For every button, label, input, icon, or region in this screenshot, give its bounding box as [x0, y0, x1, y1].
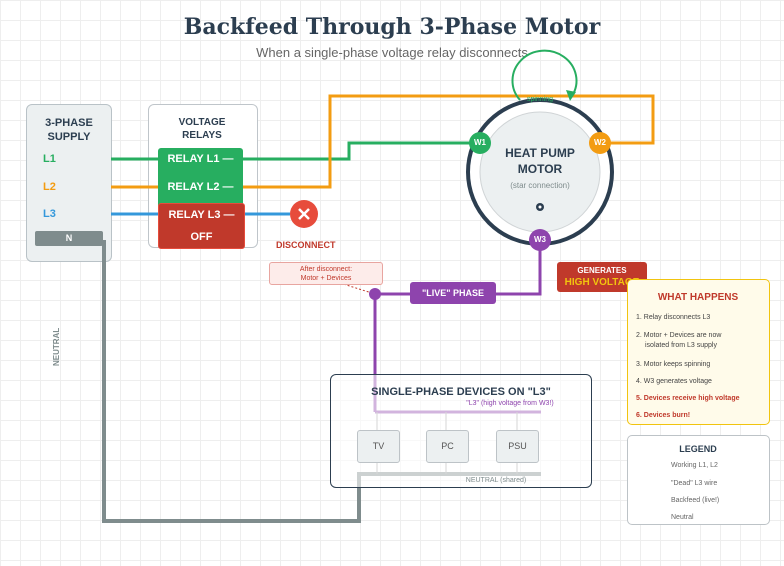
legend-neutral: Neutral	[671, 514, 694, 521]
device-pc: PC	[426, 430, 469, 463]
supply-l2-label: L2	[43, 181, 56, 193]
what-happens-panel: WHAT HAPPENS 1. Relay disconnects L3 2. …	[627, 279, 770, 425]
step-5: 5. Devices receive high voltage	[636, 395, 740, 402]
device-psu: PSU	[496, 430, 539, 463]
step-4: 4. W3 generates voltage	[636, 378, 712, 385]
step-6: 6. Devices burn!	[636, 412, 691, 419]
step-2: 2. Motor + Devices are now	[636, 332, 722, 339]
live-phase-label: "LIVE" PHASE	[410, 282, 496, 304]
legend-panel: LEGEND	[627, 435, 770, 525]
supply-title: 3-PHASE SUPPLY	[45, 117, 93, 143]
terminal-w1	[469, 132, 491, 154]
step-1: 1. Relay disconnects L3	[636, 314, 711, 321]
step-2-cont: isolated from L3 supply	[645, 342, 717, 349]
neutral-vertical-label: NEUTRAL	[52, 327, 61, 366]
spinning-label: spinning	[526, 96, 554, 103]
terminal-w1-label: W1	[474, 138, 486, 147]
motor-connection: (star connection)	[510, 181, 570, 190]
l1-wire-out	[243, 141, 480, 161]
disconnect-label: DISCONNECT	[276, 240, 336, 250]
terminal-w2-label: W2	[594, 138, 606, 147]
supply-l3-label: L3	[43, 208, 56, 220]
after-disconnect-note: After disconnect: Motor + Devices	[269, 262, 383, 285]
relays-title: VOLTAGE RELAYS	[178, 117, 226, 141]
device-tv: TV	[357, 430, 400, 463]
legend-working: Working L1, L2	[671, 462, 718, 469]
devices-title: SINGLE-PHASE DEVICES ON "L3"	[371, 386, 551, 398]
supply-n-terminal: N	[35, 231, 103, 246]
rotation-arrow-icon	[511, 49, 578, 101]
step-3: 3. Motor keeps spinning	[636, 361, 711, 368]
legend-backfeed: Backfeed (live!)	[671, 497, 720, 504]
relay-l3: RELAY L3 — OFF	[158, 203, 245, 249]
legend-title: LEGEND	[679, 444, 717, 454]
terminal-w2	[589, 132, 611, 154]
devices-bus-label: "L3" (high voltage from W3!)	[466, 400, 554, 407]
l2-wire-out	[243, 94, 655, 189]
page-subtitle: When a single-phase voltage relay discon…	[256, 45, 528, 60]
legend-dead: "Dead" L3 wire	[671, 480, 718, 487]
motor-title: HEAT PUMP MOTOR	[505, 146, 575, 176]
supply-l1-label: L1	[43, 153, 56, 165]
what-happens-title: WHAT HAPPENS	[657, 292, 739, 303]
terminal-w3	[529, 229, 551, 251]
junction-dot	[369, 288, 381, 300]
terminal-w3-label: W3	[534, 235, 546, 244]
page-title: Backfeed Through 3-Phase Motor	[183, 14, 601, 40]
neutral-shared-label: NEUTRAL (shared)	[465, 477, 527, 484]
